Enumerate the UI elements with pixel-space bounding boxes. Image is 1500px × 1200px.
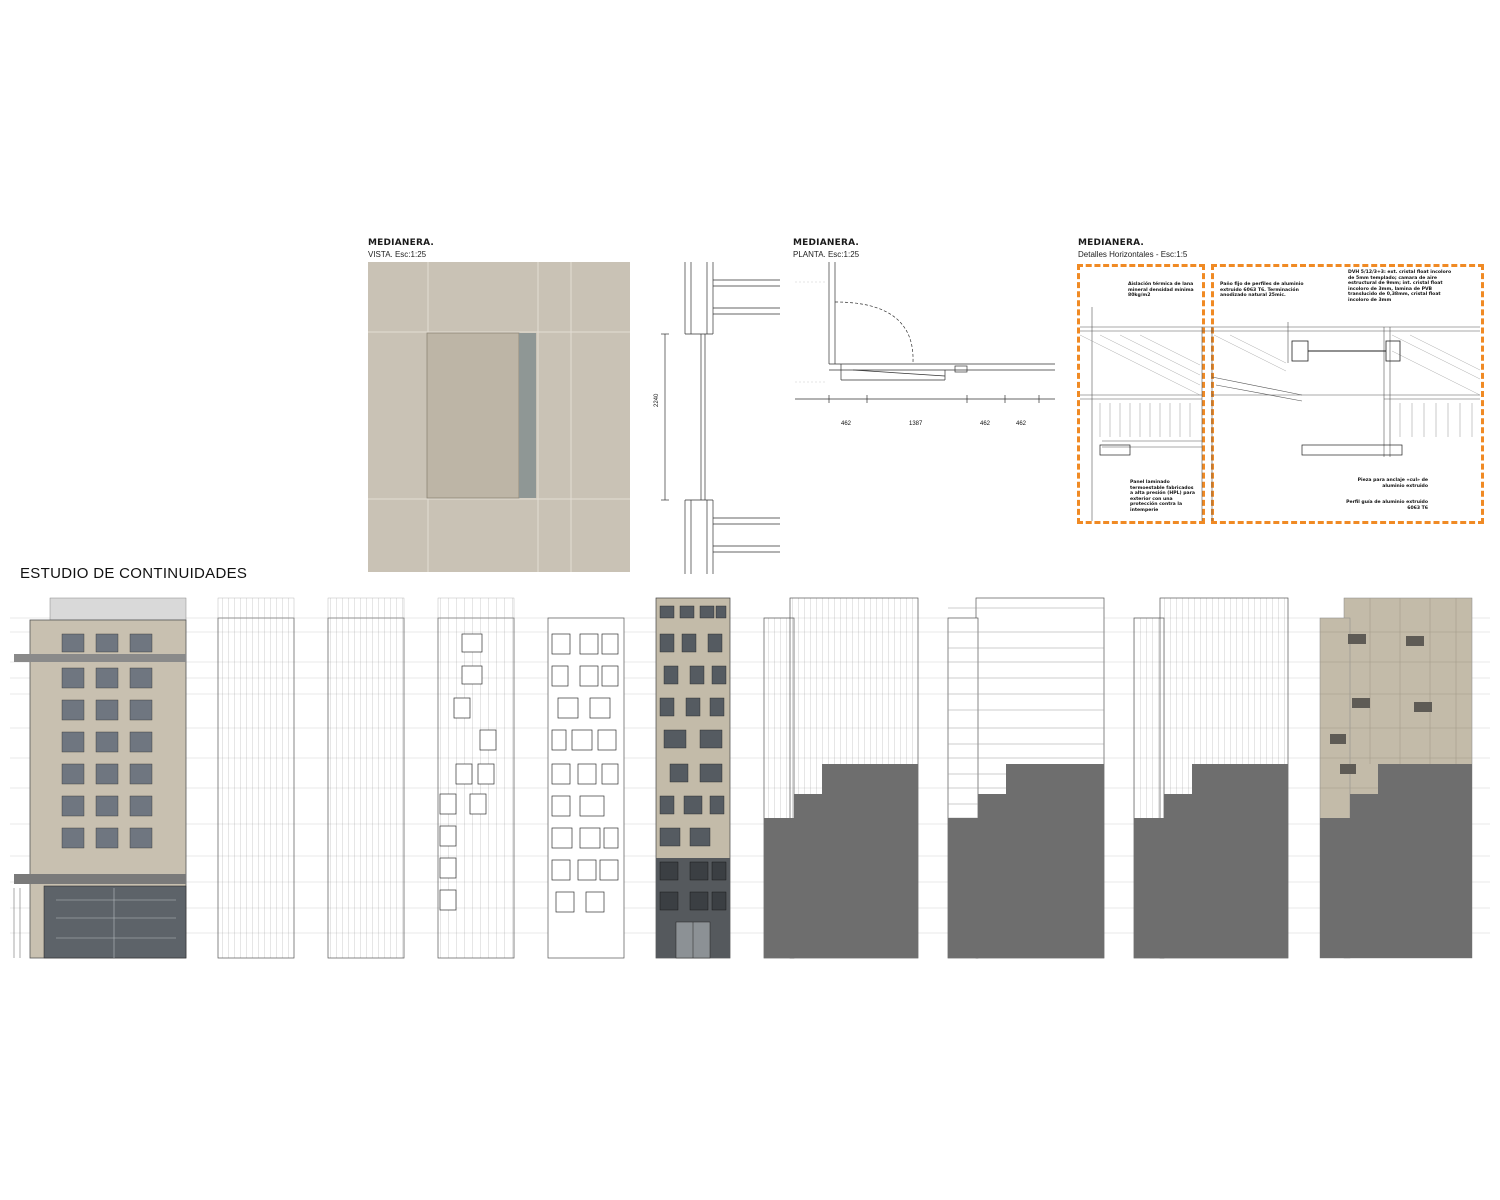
view-section-drawing (661, 262, 780, 574)
note-insulation: Aislación térmica de lana mineral densid… (1128, 282, 1194, 299)
view-dimension-label: 2240 (654, 393, 660, 407)
elevation-study-7 (763, 597, 919, 959)
elevation-study-6-rendered (655, 597, 731, 959)
plan-dim-4: 462 (1016, 421, 1027, 427)
elevation-study-9 (1133, 597, 1289, 959)
details-title: MEDIANERA. (1078, 238, 1145, 248)
details-drawing (1080, 307, 1480, 521)
glass-strip (519, 333, 536, 498)
view-subtitle: VISTA. Esc:1:25 (368, 250, 427, 259)
elevation-study-10-proposal (1319, 597, 1473, 959)
note-guide-profile: Perfil guía de aluminio extruido 6063 T6 (1346, 500, 1428, 511)
elevation-study-3 (327, 597, 405, 959)
elevation-study-8 (947, 597, 1105, 959)
note-hpl-panel: Panel laminado termoestable fabricados a… (1130, 480, 1195, 513)
view-title: MEDIANERA. (368, 238, 435, 248)
elevation-study-5 (547, 617, 625, 959)
note-window-frame: Paño fijo de perfiles de aluminio extrui… (1220, 282, 1304, 299)
elevation-study-2 (217, 597, 295, 959)
detail-box-right (1211, 264, 1484, 524)
window-recess (426, 332, 520, 499)
note-glazing: DVH 5/12/3+3: ext. cristal float incolor… (1348, 270, 1452, 303)
details-subtitle: Detalles Horizontales - Esc:1:5 (1078, 250, 1188, 259)
plan-title: MEDIANERA. (793, 238, 860, 248)
elevation-study-4 (437, 597, 515, 959)
plan-dim-3: 462 (980, 421, 991, 427)
elevation-existing-building (13, 597, 187, 959)
note-anchor: Pieza para anclaje «cul» de aluminio ext… (1357, 478, 1428, 489)
view-elevation-drawing (368, 262, 630, 572)
study-title: ESTUDIO DE CONTINUIDADES (20, 565, 248, 582)
plan-dim-2: 1387 (909, 421, 923, 427)
plan-subtitle: PLANTA. Esc:1:25 (793, 250, 860, 259)
plan-dim-1: 462 (841, 421, 852, 427)
plan-drawing: 462 1387 462 462 (795, 262, 1055, 427)
continuity-study-drawing (10, 597, 1490, 959)
detail-box-left (1077, 264, 1205, 524)
